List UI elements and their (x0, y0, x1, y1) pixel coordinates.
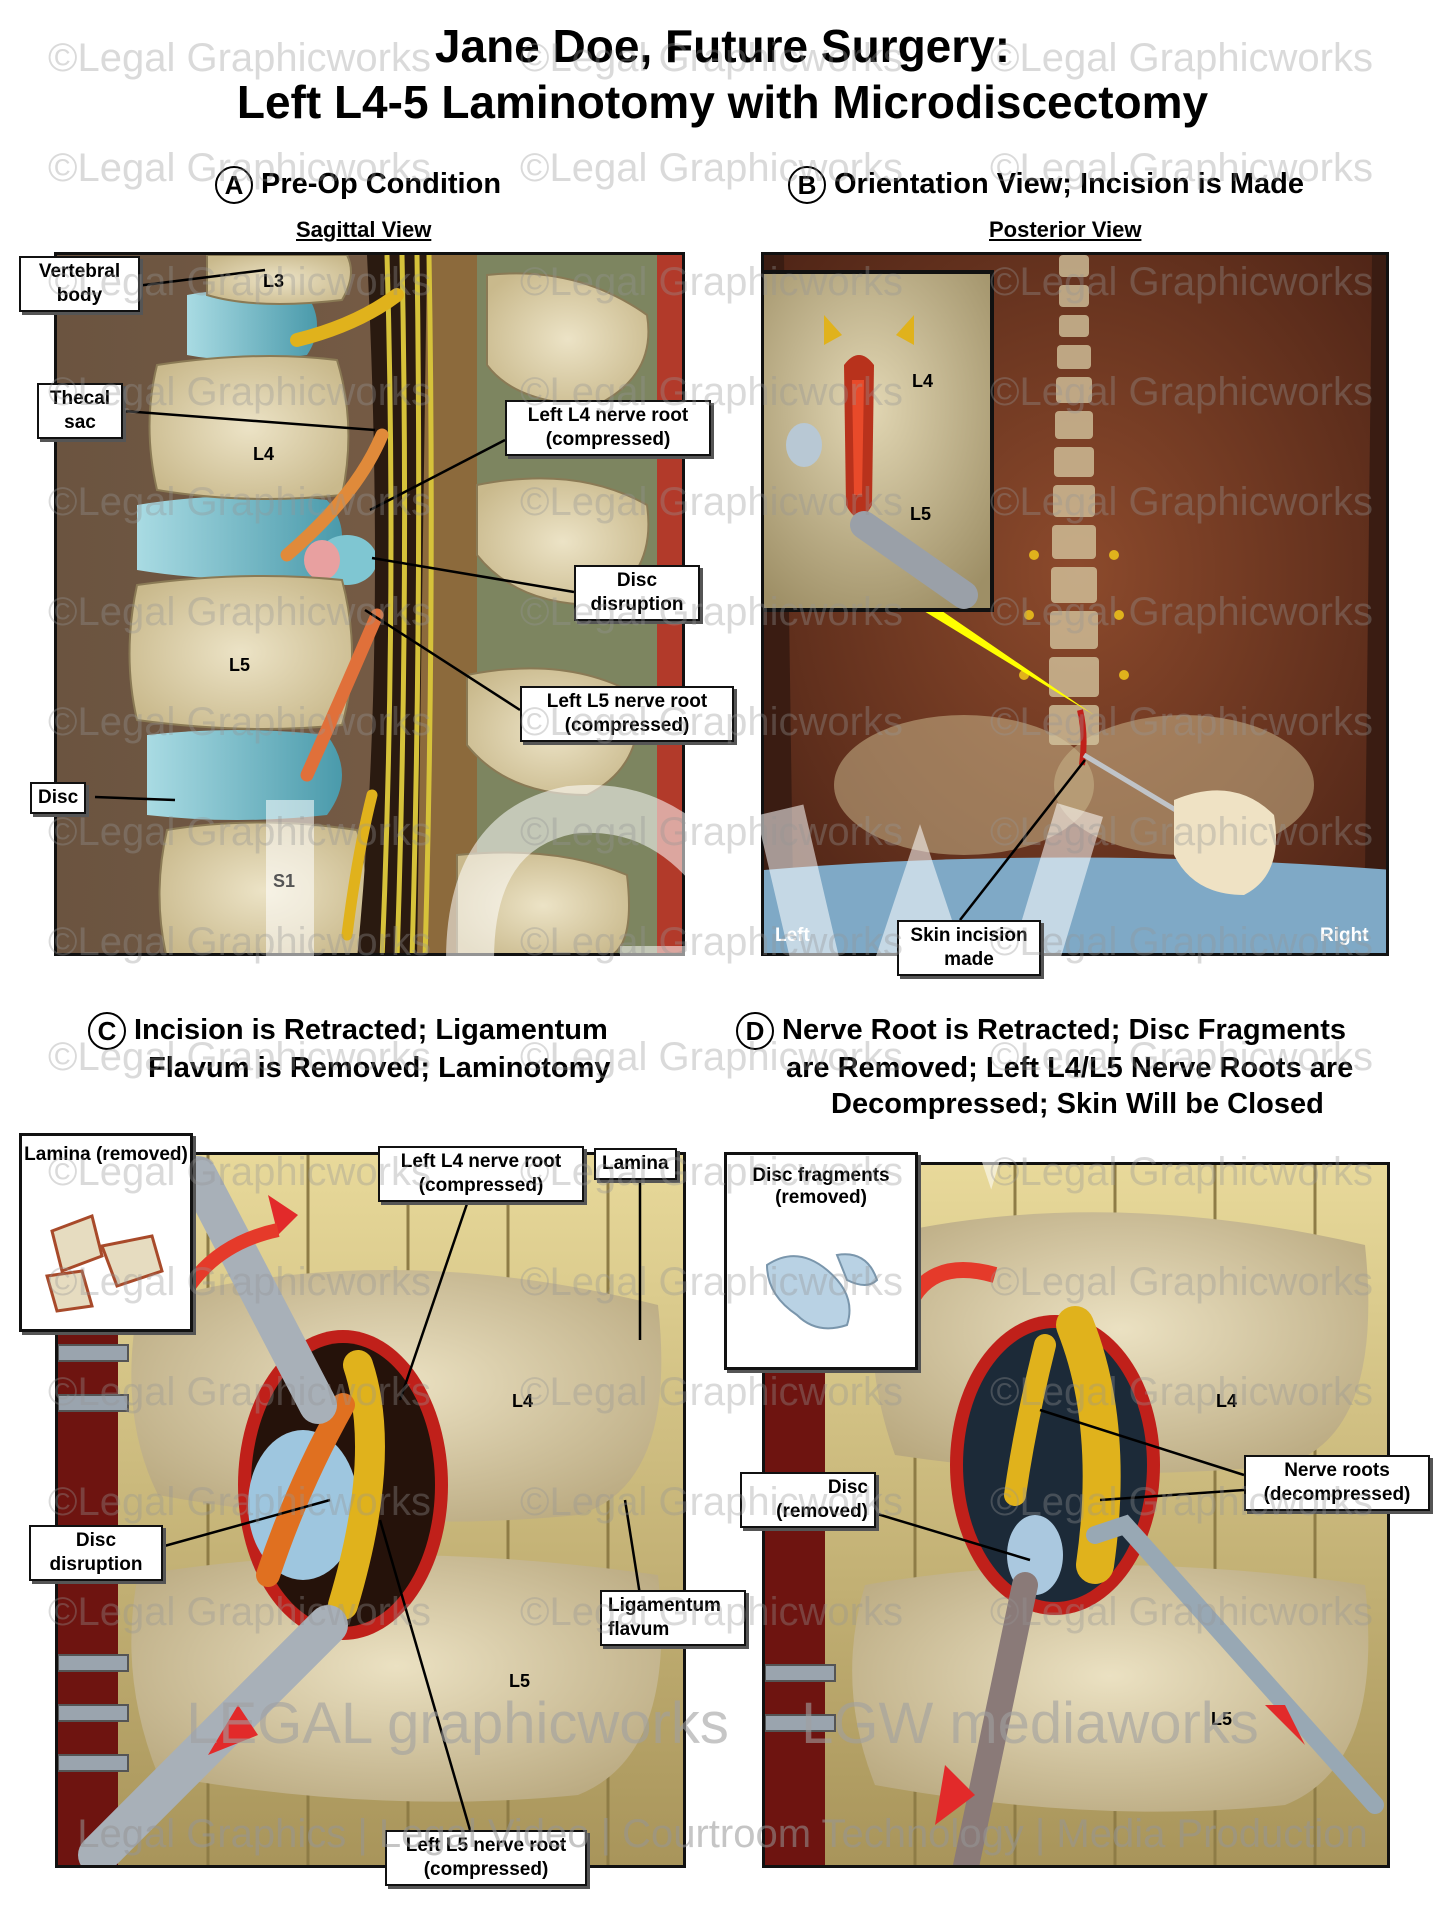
label-left-l5-root-c: Left L5 nerve root (compressed) (385, 1830, 587, 1886)
label-left-l4-root-c: Left L4 nerve root (compressed) (378, 1146, 584, 1202)
panel-a-letter: A (215, 166, 253, 205)
title-line-1: Jane Doe, Future Surgery: (434, 20, 1011, 72)
panel-d-title-1: Nerve Root is Retracted; Disc Fragments (782, 1014, 1347, 1046)
disc-fragment-icon (765, 1253, 879, 1330)
label-skin-incision: Skin incision made (897, 920, 1041, 976)
panel-c-title-2: Flavum is Removed; Laminotomy (148, 1052, 611, 1085)
label-right-side: Right (1320, 925, 1369, 946)
panel-d-title-2: are Removed; Left L4/L5 Nerve Roots are (786, 1052, 1354, 1085)
panel-c-level-l4: L4 (512, 1391, 534, 1411)
level-s1: S1 (273, 871, 296, 891)
label-left-l4-root-a: Left L4 nerve root (compressed) (505, 400, 711, 456)
level-l5: L5 (229, 655, 251, 675)
label-thecal-sac: Thecal sac (37, 383, 123, 439)
title-line-2: Left L4-5 Laminotomy with Microdiscectom… (236, 76, 1209, 128)
inset-level-l5: L5 (910, 504, 932, 524)
panel-c-level-l5: L5 (509, 1671, 531, 1691)
label-left-side: Left (775, 925, 810, 946)
panel-b-title: Orientation View; Incision is Made (834, 168, 1305, 200)
disc-fragments-inset: Disc fragments (removed) (724, 1152, 918, 1370)
lamina-removed-inset: Lamina (removed) (19, 1133, 193, 1332)
label-disc-disruption-c: Disc disruption (29, 1525, 163, 1581)
label-left-l5-root-a: Left L5 nerve root (compressed) (520, 686, 734, 742)
label-nerve-roots: Nerve roots (decompressed) (1244, 1455, 1430, 1511)
label-disc-disruption-a: Disc disruption (574, 565, 700, 621)
panel-d-title-3: Decompressed; Skin Will be Closed (831, 1088, 1324, 1121)
panel-a-subtitle: Sagittal View (296, 217, 432, 242)
inset-level-l4: L4 (912, 371, 934, 391)
label-ligamentum-flavum: Ligamentum flavum (600, 1590, 746, 1646)
bone-fragments-icon (45, 1214, 164, 1313)
level-l3: L3 (263, 271, 285, 291)
panel-d-level-l5: L5 (1211, 1709, 1233, 1729)
panel-c-title-1: Incision is Retracted; Ligamentum (134, 1014, 608, 1046)
panel-b-letter: B (788, 166, 826, 205)
label-lamina: Lamina (594, 1148, 677, 1180)
panel-a-title: Pre-Op Condition (261, 168, 502, 200)
label-disc-fragments: Disc fragments (removed) (752, 1165, 890, 1208)
panel-b-illustration: L4 L5 Left Right (761, 252, 1389, 956)
panel-c-letter: C (88, 1012, 126, 1051)
panel-d-level-l4: L4 (1216, 1391, 1238, 1411)
panel-d-letter: D (736, 1012, 774, 1051)
label-lamina-removed: Lamina (removed) (24, 1144, 188, 1165)
label-vertebral-body: Vertebral body (19, 256, 140, 312)
label-disc-removed: Disc (removed) (740, 1472, 876, 1528)
level-l4: L4 (253, 444, 275, 464)
label-disc: Disc (30, 782, 87, 814)
panel-b-subtitle: Posterior View (989, 217, 1142, 242)
